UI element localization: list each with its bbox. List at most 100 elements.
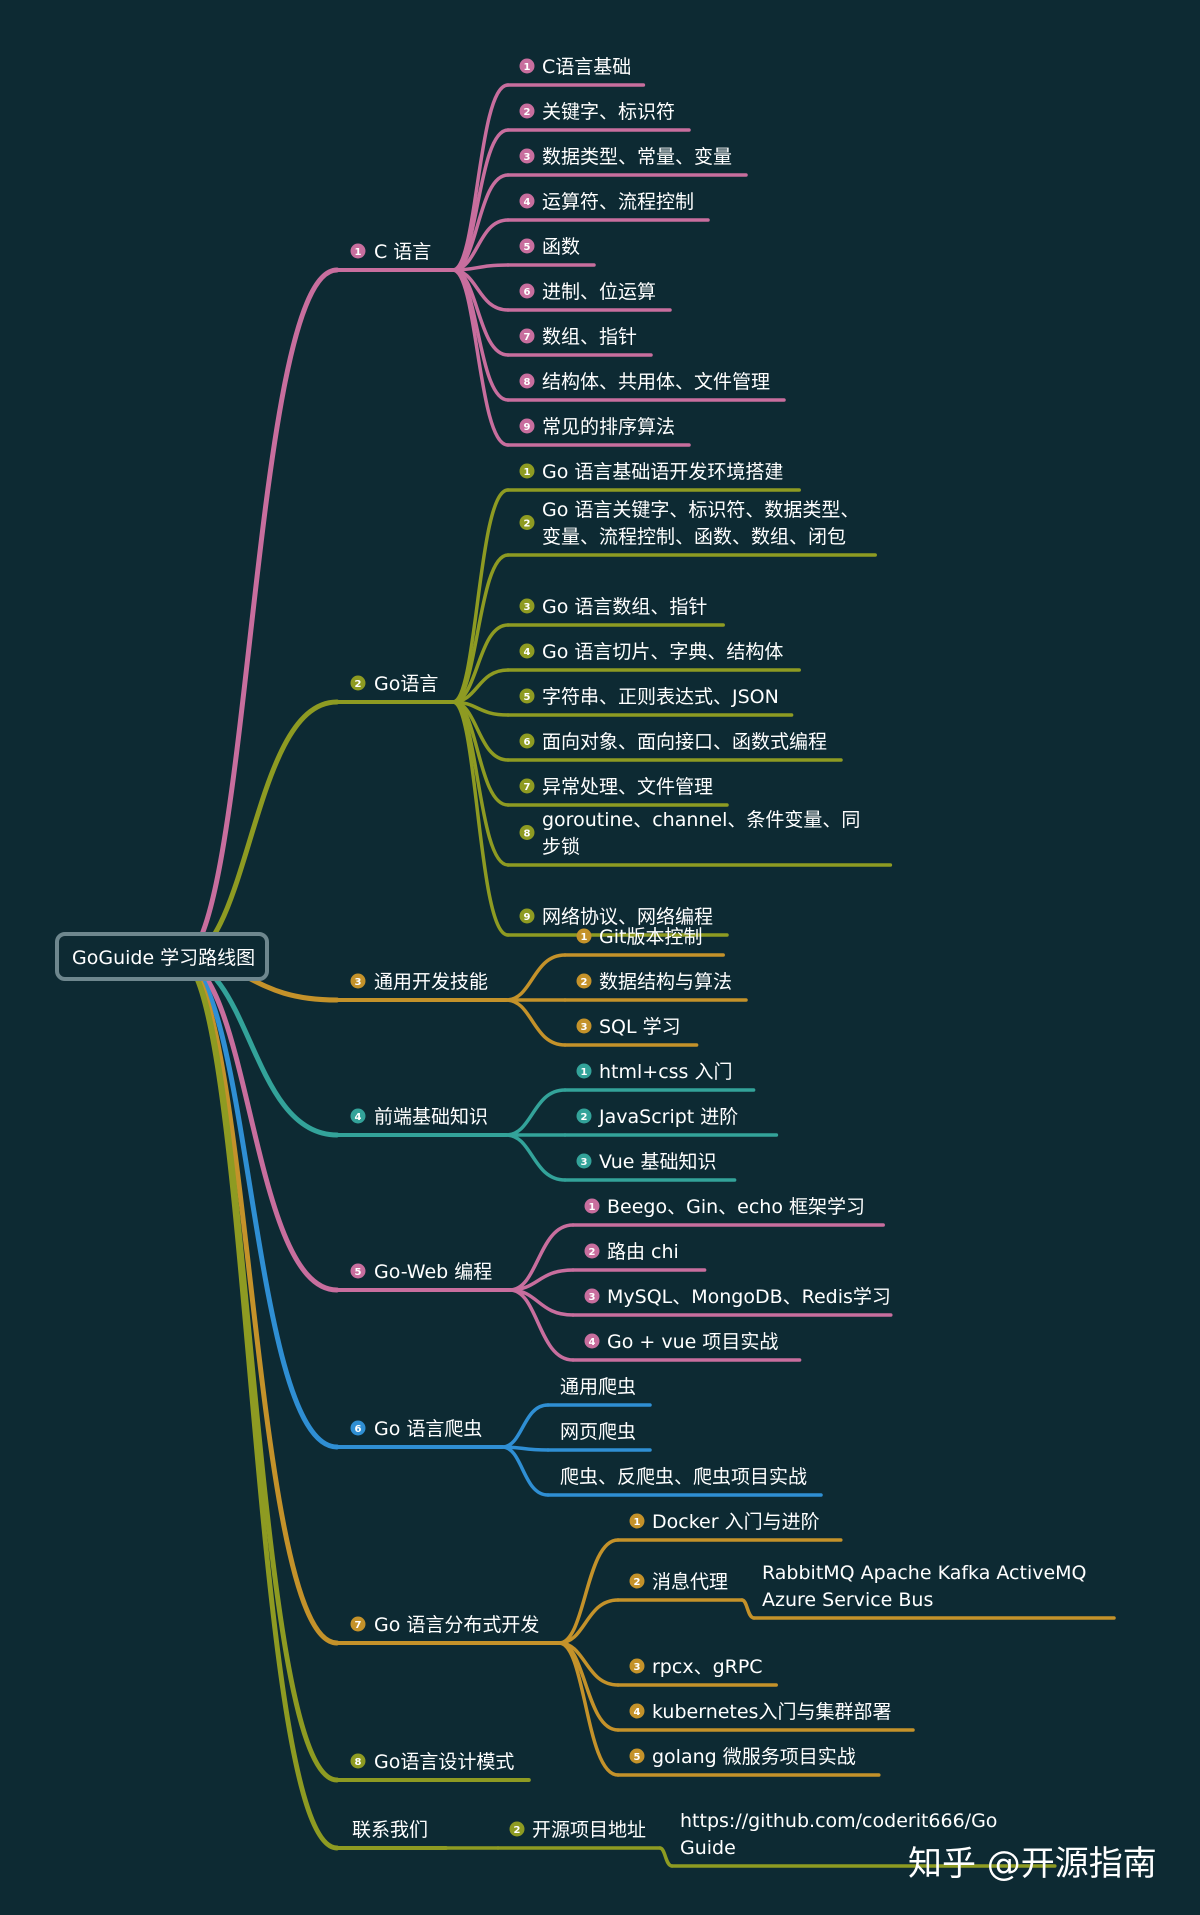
branch-2-item-3-badge-text: 3	[524, 602, 531, 613]
branch-1-item-5-badge: 5	[519, 238, 535, 254]
branch-2-item-1-badge: 1	[519, 463, 535, 479]
branch-7-item-3-badge-text: 3	[634, 1662, 641, 1673]
branch-1-item-3-badge: 3	[519, 148, 535, 164]
branch-7-badge: 7	[350, 1616, 366, 1632]
branch-7-item-4-badge-circle	[629, 1703, 645, 1719]
branch-1-item-2-badge: 2	[519, 103, 535, 119]
branch-1[interactable]: 1 C 语言	[350, 241, 432, 263]
root-node[interactable]: GoGuide 学习路线图	[55, 932, 269, 981]
branch-7-item-2-badge-text: 2	[634, 1577, 641, 1588]
branch-4-item-3-badge-circle	[576, 1153, 592, 1169]
branch-3-item-1[interactable]: 1 Git版本控制	[576, 926, 703, 948]
branch-9[interactable]: 联系我们	[352, 1819, 428, 1841]
branch-5-item-3-line-1: MySQL、MongoDB、Redis学习	[607, 1286, 891, 1308]
branch-9-item-1-leaf[interactable]: https://github.com/coderit666/GoGuide	[680, 1810, 997, 1859]
branch-6-curve	[177, 957, 340, 1450]
branch-2[interactable]: 2 Go语言	[350, 673, 439, 695]
branch-9-item-1-badge-circle	[509, 1821, 525, 1837]
branch-2-label: Go语言	[374, 673, 438, 695]
branch-3-badge: 3	[350, 973, 366, 989]
branch-5-item-1-badge: 1	[584, 1198, 600, 1214]
branch-6-badge: 6	[350, 1420, 366, 1436]
branch-5-item-1[interactable]: 1 Beego、Gin、echo 框架学习	[584, 1196, 866, 1218]
branch-7-item-5-curve	[557, 1641, 620, 1777]
branch-9-item-1[interactable]: 2 开源项目地址	[509, 1819, 647, 1841]
branch-5-item-1-line-1: Beego、Gin、echo 框架学习	[607, 1196, 865, 1218]
branch-1-label: C 语言	[374, 241, 431, 263]
branch-4-item-3-curve	[504, 1133, 567, 1182]
branch-2-badge-text: 2	[355, 679, 362, 690]
branch-1-item-5-badge-circle	[519, 238, 535, 254]
branch-1-item-2-badge-text: 2	[524, 107, 531, 118]
branch-2-item-2[interactable]: 2Go 语言关键字、标识符、数据类型、变量、流程控制、函数、数组、闭包	[519, 499, 860, 548]
branch-3-item-2[interactable]: 2 数据结构与算法	[576, 971, 733, 993]
branch-1-item-6-badge: 6	[519, 283, 535, 299]
branch-9-item-1-badge: 2	[509, 1821, 525, 1837]
branch-1-item-1-line-1: C语言基础	[542, 56, 631, 78]
branch-3-item-2-line-1: 数据结构与算法	[599, 971, 732, 993]
branch-8-badge: 8	[350, 1753, 366, 1769]
branch-2-item-5-badge: 5	[519, 688, 535, 704]
branch-2-item-8-badge: 8	[519, 825, 535, 840]
branch-3-item-1-line-1: Git版本控制	[599, 926, 702, 948]
branch-7-item-1-curve	[557, 1538, 620, 1645]
branch-6-item-3[interactable]: 爬虫、反爬虫、爬虫项目实战	[560, 1466, 807, 1488]
branch-6-item-3-curve	[500, 1445, 550, 1497]
branch-2-item-2-badge-text: 2	[524, 519, 531, 530]
branch-3-item-1-badge-text: 1	[581, 932, 588, 943]
branch-8-badge-text: 8	[355, 1757, 362, 1768]
branch-2-item-7[interactable]: 7 异常处理、文件管理	[519, 776, 714, 798]
branch-1-curve	[177, 267, 340, 963]
branch-5-item-4-line-1: Go + vue 项目实战	[607, 1331, 778, 1353]
branch-6-item-1[interactable]: 通用爬虫	[560, 1376, 636, 1398]
branch-1-badge-text: 1	[355, 247, 362, 258]
branch-2-item-7-badge-circle	[519, 778, 535, 794]
branch-7-badge-circle	[350, 1616, 366, 1632]
branch-9-item-1-line-1: 开源项目地址	[532, 1819, 646, 1841]
branch-1-item-1-badge-circle	[519, 58, 535, 74]
branch-2-item-7-badge: 7	[519, 778, 535, 794]
branch-2-item-7-line-1: 异常处理、文件管理	[542, 776, 713, 798]
branch-2-item-6-badge-circle	[519, 733, 535, 749]
branch-5-badge: 5	[350, 1263, 366, 1279]
branch-6-item-2[interactable]: 网页爬虫	[560, 1421, 636, 1443]
branch-2-item-6-badge: 6	[519, 733, 535, 749]
branch-7-item-1-badge-circle	[629, 1513, 645, 1529]
branch-3-item-2-badge: 2	[576, 973, 592, 989]
